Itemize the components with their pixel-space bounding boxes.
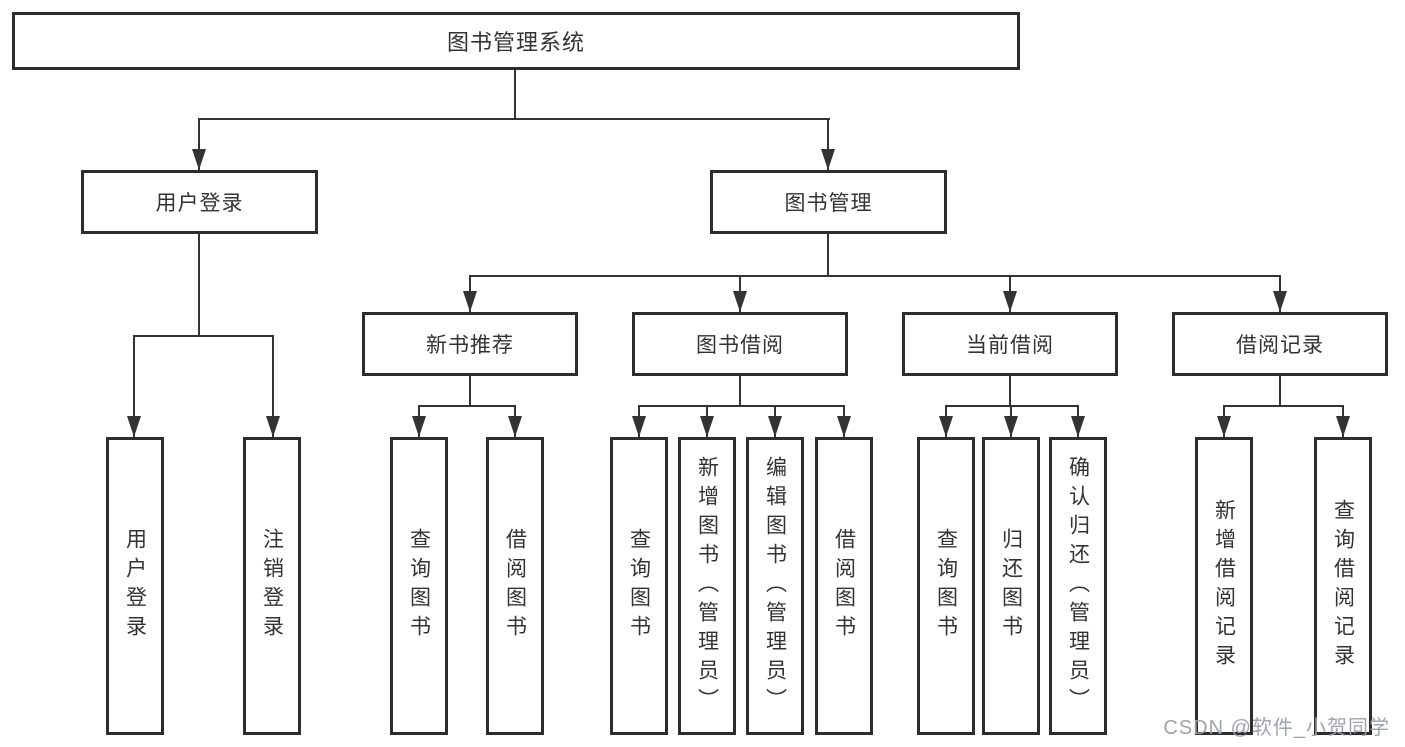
node-label: 确认归还（管理员） <box>1066 455 1090 717</box>
leaf-return-book: 归还图书 <box>982 437 1040 735</box>
arrowhead-down <box>1003 291 1017 312</box>
connector-line <box>198 234 200 335</box>
node-label: 查询借阅记录 <box>1331 499 1355 673</box>
arrowhead-down <box>768 416 782 437</box>
connector-line <box>198 118 200 170</box>
arrowhead-down <box>1004 416 1018 437</box>
arrowhead-down <box>632 416 646 437</box>
connector-line <box>827 234 829 275</box>
node-label: 新增图书（管理员） <box>695 455 719 717</box>
connector-line <box>134 335 274 337</box>
node-book-management: 图书管理 <box>710 170 947 234</box>
connector-line <box>1009 376 1011 405</box>
node-label: 新增借阅记录 <box>1212 499 1236 673</box>
connector-line <box>133 335 135 437</box>
node-label: 新书推荐 <box>426 334 514 357</box>
node-label: 查询图书 <box>627 528 651 644</box>
arrowhead-down <box>1336 416 1350 437</box>
leaf-recommend-borrow-book: 借阅图书 <box>486 437 544 735</box>
leaf-query-borrow-record: 查询借阅记录 <box>1314 437 1372 735</box>
arrowhead-down <box>733 291 747 312</box>
leaf-current-query-book: 查询图书 <box>917 437 975 735</box>
node-label: 当前借阅 <box>966 334 1054 357</box>
arrowhead-down <box>1273 291 1287 312</box>
arrowhead-down <box>1217 416 1231 437</box>
connector-line <box>1224 405 1343 407</box>
connector-line <box>469 376 471 405</box>
connector-line <box>946 405 1078 407</box>
node-label: 用户登录 <box>123 528 147 644</box>
arrowhead-down <box>939 416 953 437</box>
node-label: 查询图书 <box>934 528 958 644</box>
connector-line <box>639 405 844 407</box>
connector-line <box>514 70 516 118</box>
leaf-edit-book-admin: 编辑图书（管理员） <box>746 437 804 735</box>
node-label: 图书管理 <box>784 192 873 215</box>
connector-line <box>198 118 830 120</box>
arrowhead-down <box>700 416 714 437</box>
node-label: 注销登录 <box>260 528 284 644</box>
connector-line <box>739 376 741 405</box>
node-user-login: 用户登录 <box>81 170 318 234</box>
connector-line <box>419 405 515 407</box>
connector-line <box>272 335 274 437</box>
node-book-borrow: 图书借阅 <box>632 312 848 376</box>
leaf-borrow-book: 借阅图书 <box>815 437 873 735</box>
arrowhead-down <box>192 149 206 170</box>
node-label: 借阅记录 <box>1236 334 1324 357</box>
node-label: 归还图书 <box>999 528 1023 644</box>
node-label: 借阅图书 <box>832 528 856 644</box>
node-label: 编辑图书（管理员） <box>763 455 787 717</box>
arrowhead-down <box>821 149 835 170</box>
leaf-confirm-return-admin: 确认归还（管理员） <box>1049 437 1107 735</box>
arrowhead-down <box>508 416 522 437</box>
node-label: 查询图书 <box>407 528 431 644</box>
csdn-watermark: CSDN @软件_小贺同学 <box>1163 717 1390 739</box>
node-label: 图书管理系统 <box>446 30 585 55</box>
node-current-borrow: 当前借阅 <box>902 312 1118 376</box>
leaf-user-login: 用户登录 <box>106 437 164 735</box>
leaf-add-borrow-record: 新增借阅记录 <box>1195 437 1253 735</box>
leaf-recommend-query-book: 查询图书 <box>390 437 448 735</box>
node-label: 用户登录 <box>155 192 244 215</box>
leaf-add-book-admin: 新增图书（管理员） <box>678 437 736 735</box>
connector-line <box>470 275 1280 277</box>
node-label: 图书借阅 <box>696 334 784 357</box>
leaf-logout: 注销登录 <box>243 437 301 735</box>
node-new-book-recommend: 新书推荐 <box>362 312 578 376</box>
arrowhead-down <box>837 416 851 437</box>
arrowhead-down <box>266 416 280 437</box>
arrowhead-down <box>412 416 426 437</box>
arrowhead-down <box>1071 416 1085 437</box>
node-library-system: 图书管理系统 <box>12 12 1020 70</box>
node-label: 借阅图书 <box>503 528 527 644</box>
arrowhead-down <box>127 416 141 437</box>
arrowhead-down <box>463 291 477 312</box>
connector-line <box>1279 376 1281 405</box>
node-borrow-record: 借阅记录 <box>1172 312 1388 376</box>
connector-line <box>827 118 829 170</box>
leaf-borrow-query-book: 查询图书 <box>610 437 668 735</box>
